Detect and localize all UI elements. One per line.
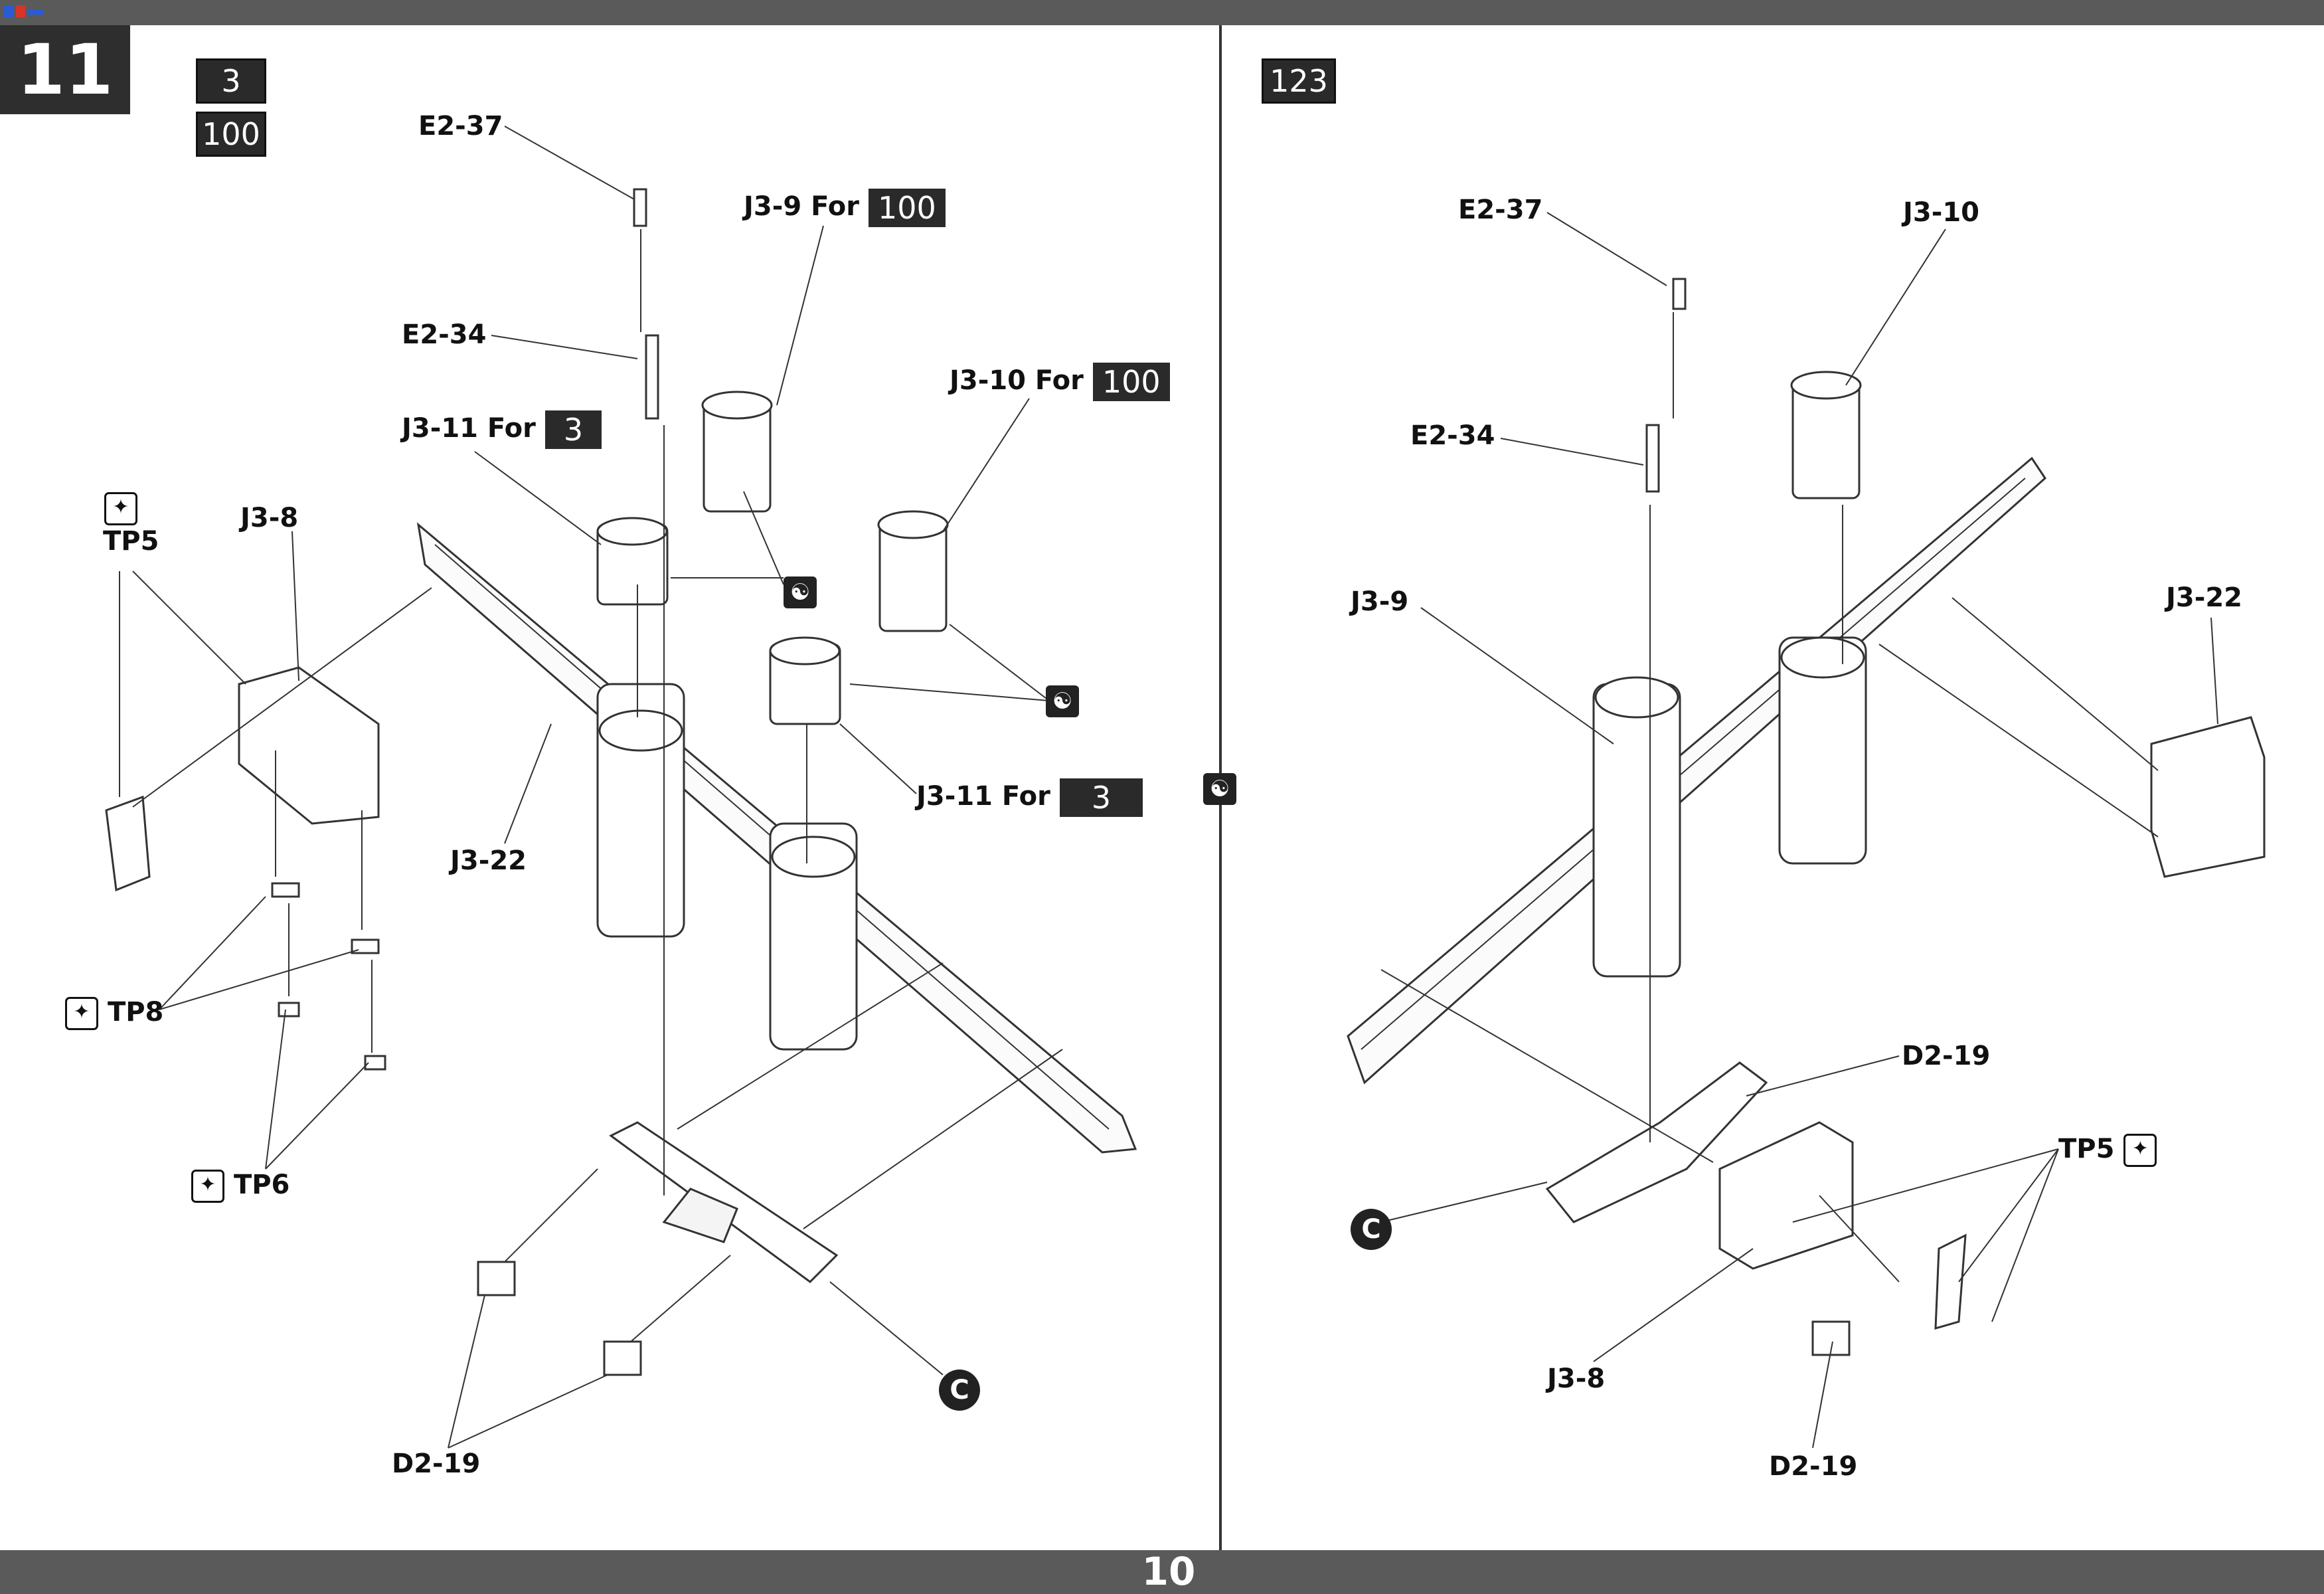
label-j3-10-left: J3-10 For 100 — [950, 363, 1170, 401]
brand-logo-icon — [4, 4, 45, 20]
label-d2-19-left: D2-19 — [392, 1449, 481, 1479]
label-d2-19-right-bottom: D2-19 — [1769, 1451, 1858, 1482]
label-tp6-text: TP6 — [233, 1170, 290, 1200]
label-j3-9-right: J3-9 — [1351, 586, 1409, 617]
label-j3-10-right: J3-10 — [1903, 197, 1979, 228]
photo-etch-icon: ✦ — [2123, 1134, 2157, 1167]
step-number: 11 — [0, 25, 130, 114]
bottom-bar — [0, 1550, 2324, 1594]
label-tp5-text: TP5 — [2058, 1134, 2115, 1164]
label-j3-9-left: J3-9 For 100 — [744, 189, 946, 227]
photo-etch-icon: ✦ — [65, 997, 98, 1030]
label-tp8-text: TP8 — [107, 997, 164, 1027]
label-tp8: ✦ TP8 — [65, 996, 163, 1030]
label-j3-11-text: J3-11 For — [402, 413, 536, 444]
label-e2-37-left: E2-37 — [418, 111, 503, 141]
variant-badge-inline: 100 — [1092, 363, 1170, 401]
label-j3-11-bottom: J3-11 For 3 — [916, 778, 1143, 817]
label-tp5-text: TP5 — [103, 526, 159, 557]
page-number: 10 — [1141, 1549, 1196, 1594]
label-j3-22-right: J3-22 — [2166, 582, 2242, 613]
variant-badge-100: 100 — [196, 112, 266, 157]
variant-badge-inline: 3 — [1059, 778, 1143, 817]
label-tp6: ✦ TP6 — [191, 1169, 290, 1203]
subassembly-c-mark-left: C — [939, 1370, 980, 1411]
variant-badge-inline: 100 — [868, 189, 946, 227]
label-j3-8-left: J3-8 — [240, 503, 299, 533]
label-j3-11-top: J3-11 For 3 — [402, 410, 602, 449]
photo-etch-icon: ✦ — [191, 1170, 224, 1203]
photo-etch-icon: ✦ — [104, 492, 137, 525]
label-j3-10-text: J3-10 For — [950, 365, 1084, 396]
label-e2-34-right: E2-34 — [1410, 420, 1495, 451]
top-bar — [0, 0, 2324, 25]
label-e2-37-right: E2-37 — [1458, 195, 1543, 225]
cement-icon: ☯ — [1046, 685, 1079, 717]
label-tp5-left: ✦ TP5 — [103, 491, 159, 557]
label-j3-8-right: J3-8 — [1547, 1364, 1606, 1394]
cement-icon: ☯ — [784, 576, 817, 608]
label-j3-11-text: J3-11 For — [916, 781, 1050, 812]
cement-icon: ☯ — [1203, 773, 1236, 805]
label-j3-9-text: J3-9 For — [744, 191, 859, 222]
label-tp5-right: TP5 ✦ — [2058, 1133, 2157, 1167]
assembly-diagram — [105, 126, 2266, 1449]
subassembly-c-mark-right: C — [1351, 1209, 1392, 1250]
variant-badge-inline: 3 — [544, 410, 602, 449]
label-j3-22-left: J3-22 — [450, 845, 527, 876]
label-d2-19-right-top: D2-19 — [1902, 1041, 1991, 1071]
label-e2-34-left: E2-34 — [402, 319, 487, 350]
variant-badge-3: 3 — [196, 58, 266, 104]
variant-badge-123: 123 — [1262, 58, 1336, 104]
